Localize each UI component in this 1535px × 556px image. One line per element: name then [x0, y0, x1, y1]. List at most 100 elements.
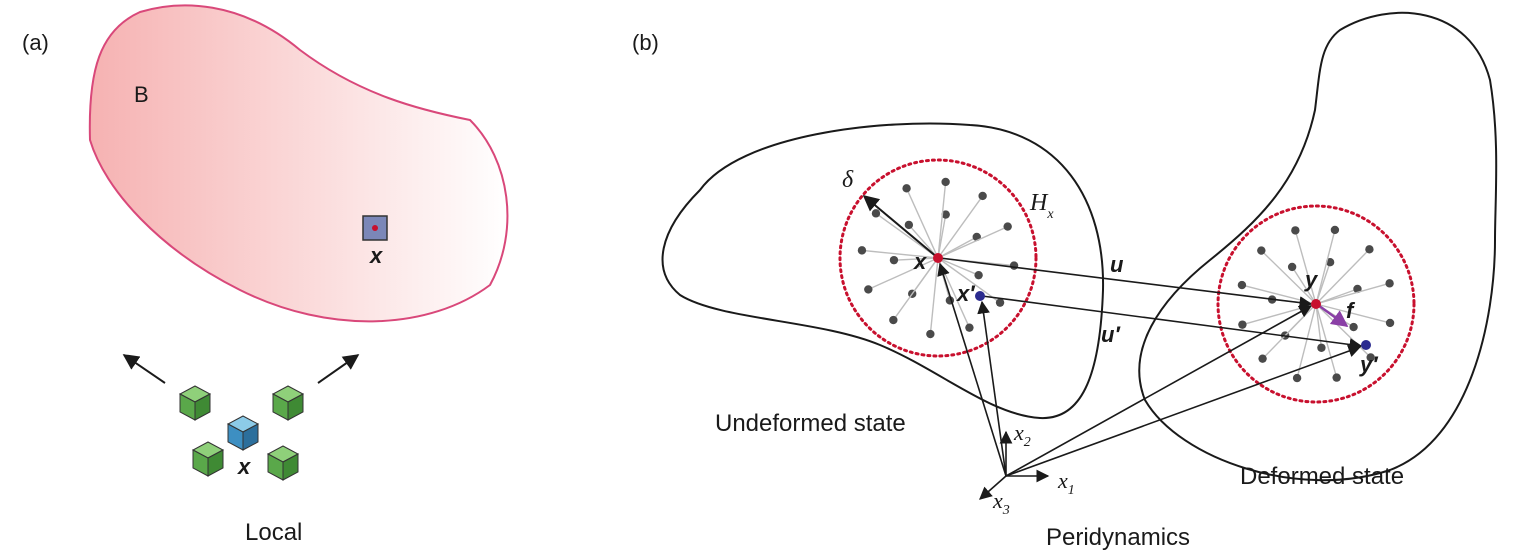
- neighbor-particle: [941, 177, 950, 187]
- bond-line: [937, 195, 984, 259]
- position-vector-xprime: [977, 300, 1007, 477]
- cubes-label: x: [237, 454, 251, 479]
- point-yprime: [1361, 340, 1371, 350]
- center-cube: [226, 415, 260, 451]
- bond-line: [868, 257, 939, 291]
- neighbor-particle: [1317, 343, 1326, 352]
- neighbor-particle: [857, 246, 867, 255]
- neighbor-particle: [1009, 261, 1019, 270]
- panel-b-caption: Peridynamics: [1046, 524, 1190, 551]
- uprime-label: u′: [1101, 322, 1121, 347]
- undeformed-caption: Undeformed state: [715, 410, 906, 437]
- neighbor-particle: [1238, 320, 1247, 329]
- neighbor-particle: [1257, 246, 1266, 255]
- neighbor-particle: [1365, 245, 1374, 254]
- material-point: [362, 215, 388, 241]
- bond-line: [1315, 229, 1336, 305]
- bond-line: [1315, 248, 1370, 305]
- point-x: [933, 253, 943, 263]
- neighbor-cube: [191, 441, 225, 477]
- displacement-u-arrow: [939, 257, 1313, 309]
- axis-x1-label: x1: [1057, 468, 1075, 498]
- panel-a: (a) B x: [22, 4, 509, 546]
- yprime-label: y′: [1359, 352, 1379, 377]
- neighbor-particle: [1366, 353, 1375, 362]
- horizon-label: Hx: [1029, 190, 1054, 222]
- panel-b-tag: (b): [632, 30, 659, 55]
- undeformed-body: [661, 122, 1105, 420]
- bond-line: [1315, 303, 1391, 324]
- outward-arrow-left: [122, 354, 166, 384]
- bond-line: [937, 257, 979, 276]
- bond-line: [1260, 250, 1317, 305]
- xprime-label: x′: [956, 281, 976, 306]
- deformed-body: [1138, 11, 1498, 482]
- neighbor-particle: [904, 220, 914, 230]
- x-label: x: [913, 249, 927, 274]
- bond-line: [1294, 230, 1317, 305]
- horizon-undeformed: [838, 158, 1038, 358]
- position-vector-x: [937, 262, 1007, 477]
- f-label: f: [1346, 298, 1356, 323]
- body-region: [88, 4, 509, 323]
- neighbor-particle: [1258, 354, 1267, 363]
- neighbor-particle: [1325, 258, 1335, 267]
- neighbor-particle: [1287, 262, 1297, 272]
- body-label: B: [134, 82, 149, 107]
- neighbor-particle: [1292, 373, 1302, 383]
- neighbor-particle: [974, 270, 983, 280]
- coordinate-axes: [979, 430, 1050, 500]
- horizon-boundary: [1216, 204, 1416, 404]
- neighbor-particle: [995, 298, 1005, 307]
- panel-b: (b) δ Hx u u′ x x′ y y′ f Undeformed sta…: [632, 11, 1498, 551]
- neighbor-particle: [941, 210, 950, 219]
- panel-a-caption: Local: [245, 519, 302, 546]
- bond-line: [937, 225, 1008, 259]
- axis-x2-label: x2: [1013, 420, 1031, 450]
- neighbor-particle: [1003, 222, 1012, 231]
- neighbor-cube: [178, 385, 212, 421]
- bond-line: [892, 257, 939, 321]
- deformed-caption: Deformed state: [1240, 463, 1404, 490]
- neighbor-particle: [1385, 279, 1394, 288]
- neighbor-particle: [1330, 225, 1340, 235]
- position-vector-y: [1005, 305, 1313, 477]
- neighbor-particle: [1332, 373, 1341, 382]
- u-label: u: [1110, 252, 1124, 277]
- delta-radius-arrow: [862, 194, 939, 259]
- point-xprime: [975, 291, 985, 301]
- horizon-boundary: [838, 158, 1038, 358]
- neighbor-particle: [1291, 226, 1300, 235]
- point-label: x: [369, 243, 383, 268]
- y-label: y: [1304, 267, 1319, 292]
- bond-line: [905, 188, 939, 259]
- point-y: [1311, 299, 1321, 309]
- neighbor-particle: [864, 285, 873, 294]
- bond-line: [1315, 282, 1390, 305]
- neighbor-particle: [902, 184, 911, 193]
- neighbor-particle: [889, 315, 898, 325]
- neighbor-cube: [266, 445, 300, 481]
- neighbor-cube: [271, 385, 305, 421]
- outward-arrow-right: [317, 354, 360, 384]
- neighbor-particle: [1349, 322, 1358, 332]
- bond-line: [929, 257, 939, 335]
- neighbor-particle: [889, 255, 899, 265]
- horizon-deformed: [1216, 204, 1416, 404]
- neighbor-particle: [871, 209, 881, 218]
- force-f-arrow: [1317, 304, 1349, 327]
- bond-line: [1296, 303, 1317, 379]
- displacement-uprime-arrow: [981, 295, 1363, 351]
- bond-line: [908, 224, 939, 259]
- neighbor-particle: [1385, 318, 1395, 328]
- delta-label: δ: [842, 167, 854, 193]
- bond-line: [937, 181, 947, 259]
- neighbor-particle: [1237, 280, 1247, 290]
- neighbor-particle: [926, 329, 935, 339]
- panel-a-tag: (a): [22, 30, 49, 55]
- bond-line: [893, 257, 939, 261]
- neighbor-particle: [978, 191, 987, 201]
- position-vector-yprime: [1005, 344, 1362, 477]
- bond-line: [861, 249, 939, 259]
